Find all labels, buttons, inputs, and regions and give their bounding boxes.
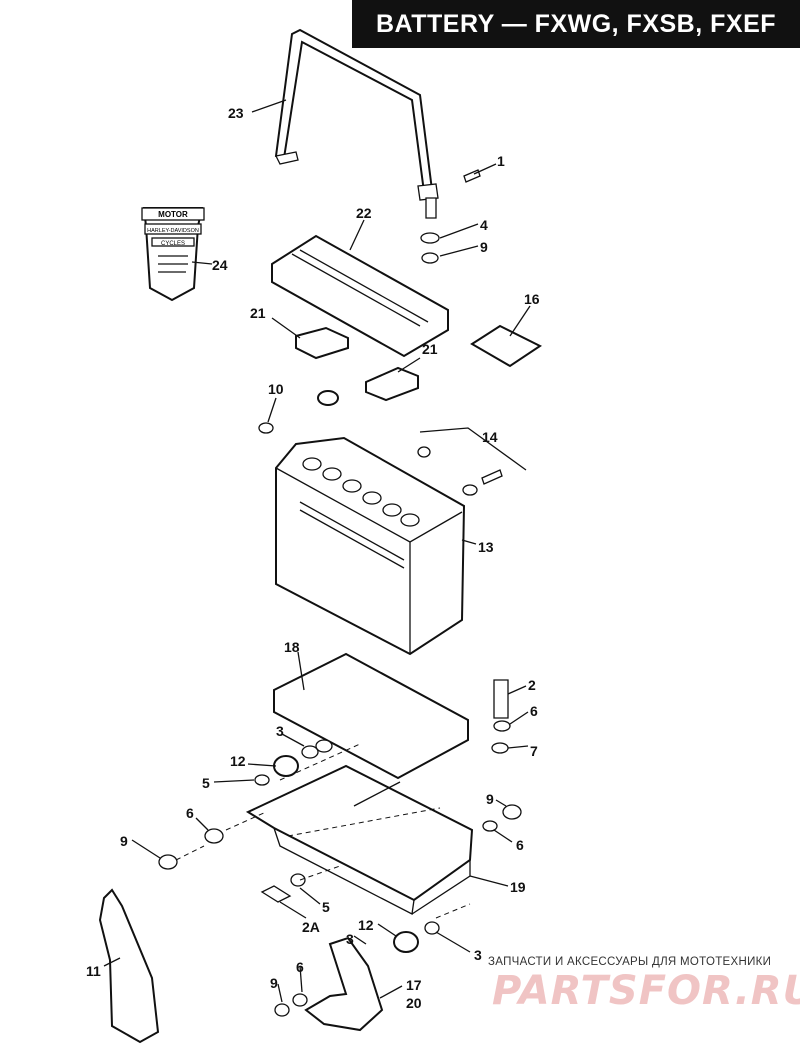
mount-isolator-lower: [393, 931, 419, 953]
harley-badge: MOTOR HARLEY-DAVIDSON CYCLES: [141, 207, 205, 302]
callout-13: 13: [478, 539, 494, 555]
isolator-washer-2: [315, 739, 333, 753]
callout-17: 17: [406, 977, 422, 993]
callout-7: 7: [530, 743, 538, 759]
badge-line-2: HARLEY-DAVIDSON: [147, 228, 199, 234]
nut-left: [158, 854, 178, 870]
callout-3a: 3: [276, 723, 284, 739]
badge-line-1: MOTOR: [158, 210, 188, 219]
battery: [275, 436, 466, 656]
watermark-logo: PARTSFOR.RU: [492, 968, 800, 1014]
callout-21b: 21: [422, 341, 438, 357]
callout-2: 2: [528, 677, 536, 693]
callout-9a: 9: [480, 239, 488, 255]
callout-12a: 12: [230, 753, 246, 769]
callout-21a: 21: [250, 305, 266, 321]
callout-3c: 3: [474, 947, 482, 963]
callout-12b: 12: [358, 917, 374, 933]
vent-cap: [317, 390, 339, 406]
callout-6a: 6: [530, 703, 538, 719]
hold-down-strap: [274, 28, 439, 201]
isolator-washer: [301, 745, 319, 759]
mount-isolator: [273, 755, 299, 777]
washer-5b: [290, 873, 306, 887]
watermark-tagline: ЗАПЧАСТИ И АКСЕССУАРЫ ДЛЯ МОТОТЕХНИКИ: [488, 956, 772, 968]
page-title: BATTERY — FXWG, FXSB, FXEF: [352, 0, 800, 48]
callout-14: 14: [482, 429, 498, 445]
warning-label: [470, 324, 542, 368]
callout-10: 10: [268, 381, 284, 397]
top-pad: [271, 234, 449, 358]
bolt-2a: [260, 885, 292, 903]
callout-5a: 5: [202, 775, 210, 791]
small-nut: [258, 422, 274, 434]
callout-6b: 6: [186, 805, 194, 821]
callout-1: 1: [497, 153, 505, 169]
callout-18: 18: [284, 639, 300, 655]
washer-lower: [424, 921, 440, 935]
pad-small-left: [295, 326, 349, 360]
callout-11: 11: [86, 963, 101, 979]
callout-20: 20: [406, 995, 422, 1011]
callout-9b: 9: [486, 791, 494, 807]
side-bracket: [98, 888, 160, 1044]
callout-9c: 9: [120, 833, 128, 849]
clip: [491, 742, 509, 754]
washer-6d: [292, 993, 308, 1007]
bolt: [493, 679, 509, 719]
callout-2a: 2A: [302, 919, 320, 935]
callout-9d: 9: [270, 975, 278, 991]
callout-6c: 6: [516, 837, 524, 853]
terminal-washer: [462, 484, 478, 496]
nut-9d: [274, 1003, 290, 1017]
strap-bolt: [425, 197, 437, 219]
badge-line-3: CYCLES: [161, 241, 185, 247]
pad-small-right: [365, 366, 419, 402]
washer-left: [254, 774, 270, 786]
washer-mid: [204, 828, 224, 844]
nut: [421, 252, 439, 264]
callout-3b: 3: [346, 931, 354, 947]
callout-23: 23: [228, 105, 244, 121]
callout-4: 4: [480, 217, 488, 233]
callout-6d: 6: [296, 959, 304, 975]
nut-right: [502, 804, 522, 820]
bottom-pad: [273, 652, 469, 780]
washer-right: [482, 820, 498, 832]
battery-tray: [245, 764, 474, 915]
callout-5b: 5: [322, 899, 330, 915]
callout-16: 16: [524, 291, 540, 307]
callout-22: 22: [356, 205, 372, 221]
washer: [420, 232, 440, 244]
terminal-nut: [417, 446, 431, 458]
callout-19: 19: [510, 879, 526, 895]
terminal-bolt: [481, 469, 503, 485]
callout-24: 24: [212, 257, 228, 273]
lower-bracket: [304, 936, 384, 1032]
lock-washer: [493, 720, 511, 732]
